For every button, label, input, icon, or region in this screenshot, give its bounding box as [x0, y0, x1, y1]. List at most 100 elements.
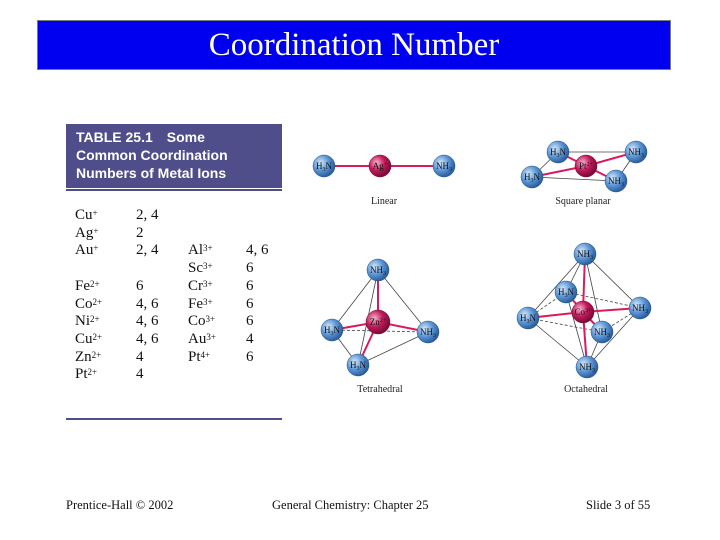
ligand-label: NH3	[436, 161, 452, 173]
table-ion-left: Zn2+	[75, 348, 102, 365]
ligand-label: NH3	[632, 303, 648, 315]
edge-line	[565, 291, 641, 309]
ligand-atom	[554, 280, 578, 304]
ligand-label: H3N	[524, 172, 541, 184]
edge-line	[586, 307, 641, 368]
table-ion-left: Cu2+	[75, 330, 103, 347]
ligand-label: NH3	[577, 249, 593, 261]
metal-atom	[574, 154, 598, 178]
table-ion-left: Au+	[75, 242, 99, 259]
ligand-label: H3N	[558, 287, 575, 299]
ligand-atom	[604, 169, 628, 193]
table-title-line2: Common Coordination	[76, 147, 228, 163]
edge-line	[527, 317, 588, 368]
ligand-label: NH3	[370, 265, 386, 277]
ligand-atom	[416, 320, 440, 344]
metal-label: Co3+	[575, 307, 593, 317]
ligand-label: H3N	[550, 147, 567, 159]
table-ion-right: Co3+	[188, 313, 216, 330]
edge-line	[531, 176, 617, 182]
table-cn-right: 4	[246, 330, 254, 347]
metal-atom	[368, 154, 392, 178]
ligand-atom	[624, 140, 648, 164]
caption-square-planar: Square planar	[555, 196, 611, 207]
footer-copyright: Prentice-Hall © 2002	[66, 498, 174, 512]
ligand-label: H3N	[350, 360, 367, 372]
ligand-atom	[546, 140, 570, 164]
ligand-atom	[320, 318, 344, 342]
table-cn-left: 6	[136, 277, 144, 294]
edge-line	[357, 331, 429, 366]
ligand-label: NH3	[628, 147, 644, 159]
table-cn-left: 4	[136, 366, 144, 383]
table-ion-left: Pt2+	[75, 366, 98, 383]
footer-chapter: General Chemistry: Chapter 25	[272, 498, 429, 512]
edge-line	[331, 329, 429, 333]
edge-line	[377, 269, 429, 333]
table-ion-left: Ag+	[75, 224, 99, 241]
ligand-label: NH3	[594, 327, 610, 339]
table-cn-left: 4	[136, 348, 144, 365]
table-cn-right: 6	[246, 295, 254, 312]
title-bar: Coordination Number	[37, 20, 671, 70]
ligand-label: H3N	[316, 161, 333, 173]
table-ion-right: Pt4+	[188, 348, 211, 365]
edge-line	[527, 317, 603, 333]
table-ion-left: Fe2+	[75, 277, 100, 294]
metal-label: Ag+	[373, 161, 388, 171]
caption-linear: Linear	[371, 196, 398, 207]
table-header: TABLE 25.1 Some Common Coordination Numbe…	[66, 124, 282, 188]
ligand-atom	[346, 353, 370, 377]
ligand-atom	[366, 258, 390, 282]
table-header-rule	[66, 189, 282, 191]
footer-slide-number: Slide 3 of 55	[586, 498, 651, 512]
ligand-atom	[575, 355, 599, 379]
ligand-atom	[516, 306, 540, 330]
ligand-label: H3N	[324, 325, 341, 337]
table-cn-left: 4, 6	[136, 330, 159, 347]
table-cn-right: 6	[246, 313, 254, 330]
metal-atom	[571, 300, 595, 324]
ligand-label: NH3	[608, 176, 624, 188]
metal-atom	[365, 309, 391, 335]
table-ion-left: Co2+	[75, 295, 103, 312]
metal-label: Zn2+	[370, 317, 387, 327]
ligand-atom	[520, 165, 544, 189]
table-bottom-rule	[66, 418, 282, 420]
ligand-label: H3N	[520, 313, 537, 325]
ligand-atom	[628, 296, 652, 320]
edge-line	[565, 291, 588, 368]
table-cn-left: 2, 4	[136, 242, 159, 259]
ligand-label: NH3	[579, 362, 595, 374]
table-cn-right: 6	[246, 277, 254, 294]
table-cn-right: 6	[246, 348, 254, 365]
caption-tetrahedral: Tetrahedral	[357, 384, 403, 395]
table-ion-left: Ni2+	[75, 313, 100, 330]
edge-line	[331, 269, 379, 331]
table-cn-left: 2, 4	[136, 207, 159, 223]
table-cn-left: 4, 6	[136, 313, 159, 330]
edge-line	[584, 253, 603, 333]
table-cn-right: 6	[246, 260, 254, 277]
coordination-table: TABLE 25.1 Some Common Coordination Numbe…	[66, 124, 282, 424]
table-ion-left: Cu+	[75, 207, 98, 223]
slide-title: Coordination Number	[208, 26, 500, 63]
table-title-line1: Some	[166, 129, 205, 145]
table-cn-left: 4, 6	[136, 295, 159, 312]
metal-label: Pt2+	[579, 161, 594, 171]
edge-line	[584, 253, 641, 309]
table-ion-right: Cr3+	[188, 277, 213, 294]
table-ion-right: Al3+	[188, 242, 213, 259]
table-title-line3: Numbers of Metal Ions	[76, 165, 227, 181]
ligand-atom	[573, 242, 597, 266]
table-ion-right: Fe3+	[188, 295, 213, 312]
table-ion-right: Au3+	[188, 330, 216, 347]
table-number: TABLE 25.1	[76, 129, 153, 145]
table-cn-right: 4, 6	[246, 242, 269, 259]
table-cn-left: 2	[136, 224, 144, 241]
ligand-atom	[312, 154, 336, 178]
ligand-atom	[590, 320, 614, 344]
ligand-label: NH3	[420, 327, 436, 339]
table-ion-right: Sc3+	[188, 260, 213, 277]
